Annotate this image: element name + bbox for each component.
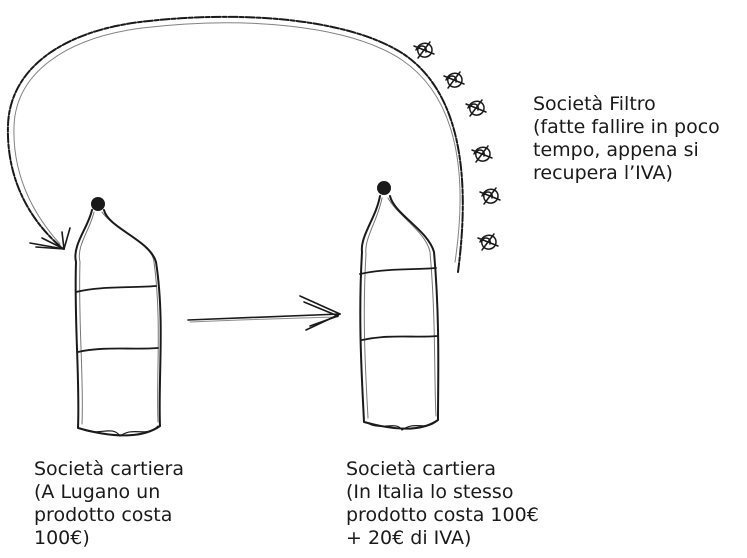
shell-company-italy-label-line: + 20€ di IVA) (346, 527, 472, 549)
bottle-icon-italia (359, 181, 440, 431)
shell-company-lugano-label-line: 100€) (34, 527, 90, 549)
shell-company-italy-label-line: prodotto costa 100€ (346, 504, 539, 526)
loop-arrow-head-icon (29, 227, 71, 250)
transfer-arrow (187, 295, 341, 331)
filter-companies-label-line: recupera l’IVA) (533, 162, 673, 184)
loop-arrow-path (6, 15, 464, 273)
shell-company-italy-label-line: Società cartiera (346, 458, 497, 480)
shell-company-lugano-label-line: (A Lugano un (34, 481, 161, 503)
shell-company-italy-label: Società cartiera (In Italia lo stesso pr… (346, 458, 539, 550)
shell-company-italy-label-line: (In Italia lo stesso (346, 481, 514, 503)
scribble-icon-2 (443, 71, 465, 89)
scribble-icon-1 (413, 41, 435, 59)
loop-arrow-path-echo (13, 22, 461, 263)
filter-companies-label-line: Società Filtro (533, 93, 656, 115)
filter-companies-label-line: tempo, appena si (533, 139, 699, 161)
filter-companies-label: Società Filtro (fatte fallire in poco te… (533, 93, 720, 185)
shell-company-lugano-label-line: prodotto costa (34, 504, 173, 526)
shell-company-lugano-label-line: Società cartiera (34, 458, 185, 480)
scribble-icon-5 (479, 187, 501, 205)
scribble-icon-4 (471, 145, 493, 163)
scribble-icon-6 (477, 233, 499, 251)
filter-companies-label-line: (fatte fallire in poco (533, 116, 720, 138)
bottle-icon-lugano (74, 197, 162, 437)
scribble-icon-3 (465, 99, 487, 117)
shell-company-lugano-label: Società cartiera (A Lugano un prodotto c… (34, 458, 184, 550)
